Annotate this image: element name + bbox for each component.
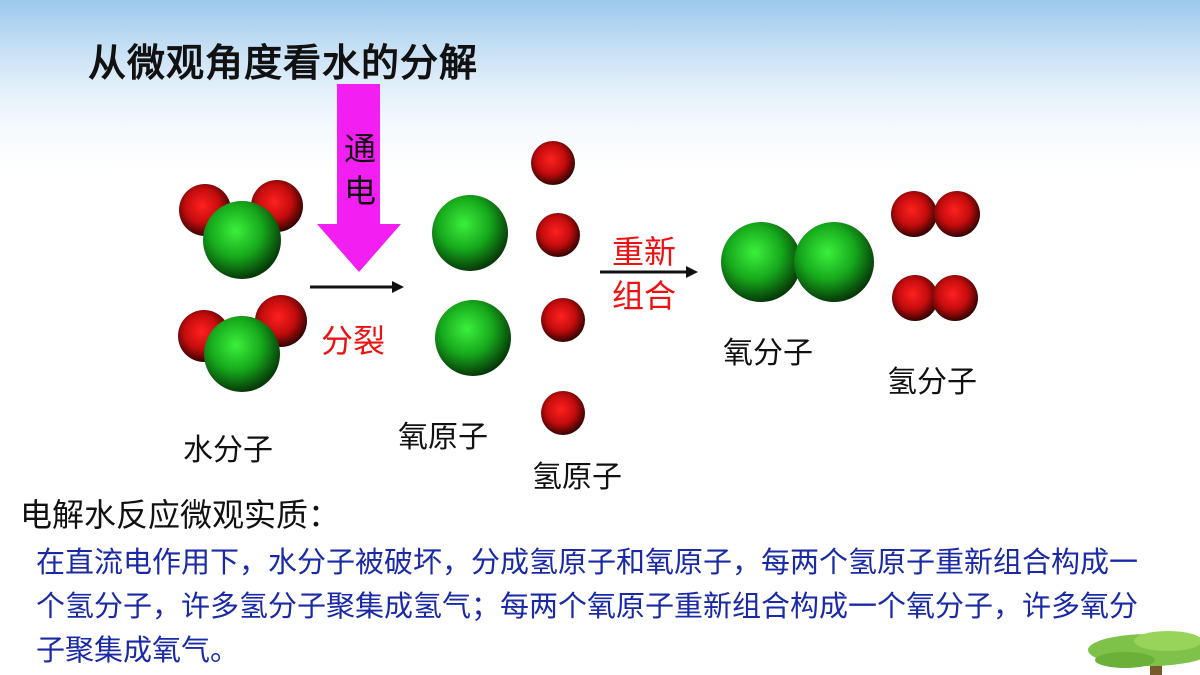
- hydrogen-atom: [536, 213, 580, 257]
- hydrogen-molecule-top: [891, 191, 980, 237]
- oxygen-molecule: [721, 222, 874, 302]
- oxygen-molecule-label: 氧分子: [723, 336, 813, 371]
- essence-text: 在直流电作用下，水分子被破坏，分成氢原子和氧原子，每两个氢原子重新组合构成一个氢…: [36, 545, 1139, 667]
- split-label: 分裂: [321, 322, 386, 360]
- oxygen-atom: [721, 222, 801, 302]
- oxygen-atom: [435, 300, 511, 376]
- hydrogen-atom-label: 氢原子: [532, 460, 622, 495]
- recombine-arrow: [600, 266, 698, 278]
- tree-decoration: [1088, 631, 1200, 675]
- hydrogen-atom: [934, 191, 980, 237]
- hydrogen-atom: [531, 141, 575, 185]
- hydrogen-molecule-label: 氢分子: [887, 365, 977, 400]
- hydrogen-atom: [932, 275, 978, 321]
- hydrogen-atom: [891, 191, 937, 237]
- water-molecule-top: [179, 180, 303, 279]
- oxygen-atom-label: 氧原子: [398, 420, 488, 455]
- oxygen-atom: [203, 201, 281, 279]
- water-molecule-label: 水分子: [183, 433, 273, 468]
- hydrogen-atom: [541, 391, 585, 435]
- page-title: 从微观角度看水的分解: [88, 41, 479, 85]
- oxygen-atom: [204, 316, 280, 392]
- hydrogen-atom: [541, 298, 585, 342]
- energized-label: 通电: [343, 130, 376, 210]
- hydrogen-atom: [892, 275, 938, 321]
- split-arrow: [310, 281, 404, 293]
- oxygen-atom: [794, 222, 874, 302]
- recombine-label: 重新组合: [612, 233, 677, 315]
- water-molecule-bottom: [178, 295, 307, 392]
- hydrogen-molecule-bottom: [892, 275, 978, 321]
- essence-heading: 电解水反应微观实质：: [20, 496, 341, 534]
- oxygen-atom: [432, 195, 508, 271]
- energize-arrow: [317, 84, 401, 272]
